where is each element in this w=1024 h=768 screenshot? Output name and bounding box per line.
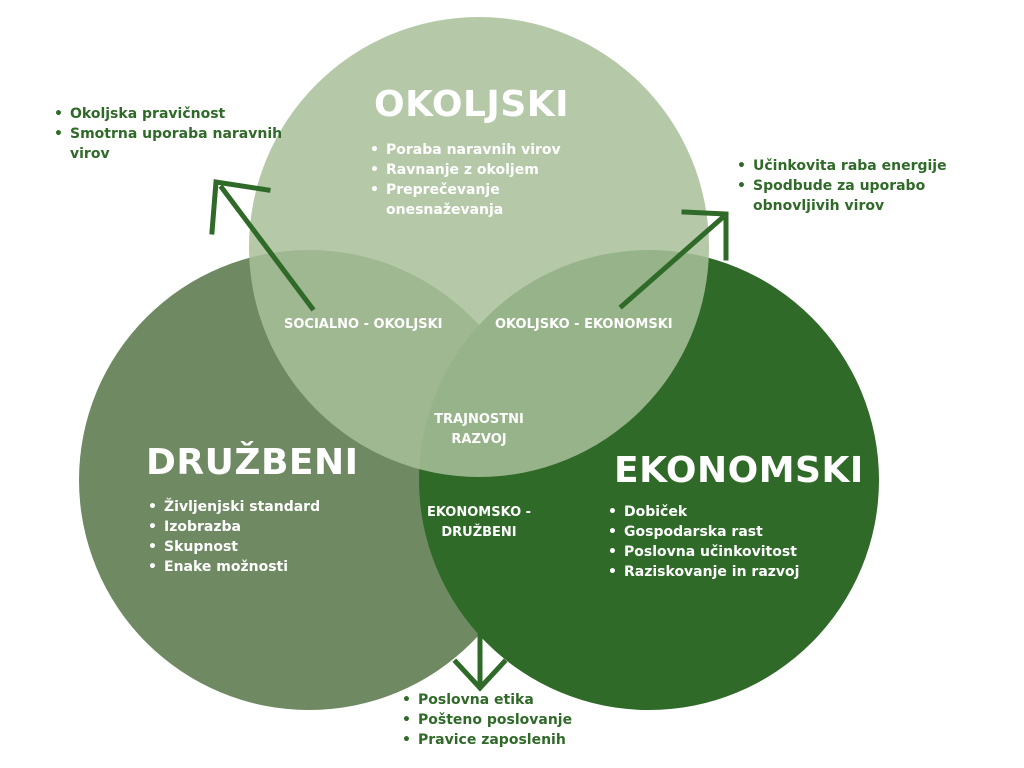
okoljski-title: OKOLJSKI bbox=[374, 84, 570, 125]
okoljsko-ekonomski-label: OKOLJSKO - EKONOMSKI bbox=[495, 317, 673, 332]
arrow-top-right bbox=[618, 209, 729, 310]
list-item: Ravnanje z okoljem bbox=[366, 160, 566, 180]
ekonomsko-druzbeni-label: EKONOMSKO - DRUŽBENI bbox=[416, 503, 542, 543]
list-item: Učinkovita raba energije bbox=[733, 156, 958, 176]
list-item: Življenjski standard bbox=[144, 497, 364, 517]
arrow-bottom bbox=[452, 563, 508, 692]
list-item: Pošteno poslovanje bbox=[398, 710, 638, 730]
ekonomski-list: Dobiček Gospodarska rast Poslovna učinko… bbox=[604, 502, 844, 582]
list-item: Skupnost bbox=[144, 537, 364, 557]
ekonomsko-druzbeni-line2: DRUŽBENI bbox=[441, 525, 517, 540]
list-item: Raziskovanje in razvoj bbox=[604, 562, 844, 582]
list-item: Enake možnosti bbox=[144, 557, 364, 577]
druzbeni-list: Življenjski standard Izobrazba Skupnost … bbox=[144, 497, 364, 577]
list-item: Okoljska pravičnost bbox=[50, 104, 295, 124]
list-item: Izobrazba bbox=[144, 517, 364, 537]
list-item: Poraba naravnih virov bbox=[366, 140, 566, 160]
list-item: Poslovna etika bbox=[398, 690, 638, 710]
list-item: Spodbude za uporabo obnovljivih virov bbox=[733, 176, 958, 216]
ekonomski-title: EKONOMSKI bbox=[614, 450, 864, 491]
ekonomsko-druzbeni-line1: EKONOMSKO - bbox=[426, 505, 532, 520]
list-item: Preprečevanje onesnaževanja bbox=[366, 180, 536, 220]
trajnostni-razvoj-label: TRAJNOSTNI RAZVOJ bbox=[422, 410, 536, 450]
okoljski-circle bbox=[249, 17, 709, 477]
trajnostni-razvoj-line1: TRAJNOSTNI bbox=[434, 412, 524, 427]
druzbeni-title: DRUŽBENI bbox=[146, 442, 359, 483]
list-item: Dobiček bbox=[604, 502, 844, 522]
trajnostni-razvoj-line2: RAZVOJ bbox=[451, 432, 507, 447]
list-item: Gospodarska rast bbox=[604, 522, 844, 542]
list-item: Poslovna učinkovitost bbox=[604, 542, 844, 562]
socialno-okoljski-label: SOCIALNO - OKOLJSKI bbox=[284, 317, 443, 332]
okoljski-list: Poraba naravnih virov Ravnanje z okoljem… bbox=[366, 140, 566, 220]
outer-list-bottom: Poslovna etika Pošteno poslovanje Pravic… bbox=[398, 690, 638, 750]
outer-list-top-right: Učinkovita raba energije Spodbude za upo… bbox=[733, 156, 958, 216]
outer-list-top-left: Okoljska pravičnost Smotrna uporaba nara… bbox=[50, 104, 295, 164]
list-item: Smotrna uporaba naravnih virov bbox=[50, 124, 295, 164]
list-item: Pravice zaposlenih bbox=[398, 730, 638, 750]
arrow-top-left bbox=[209, 179, 316, 312]
